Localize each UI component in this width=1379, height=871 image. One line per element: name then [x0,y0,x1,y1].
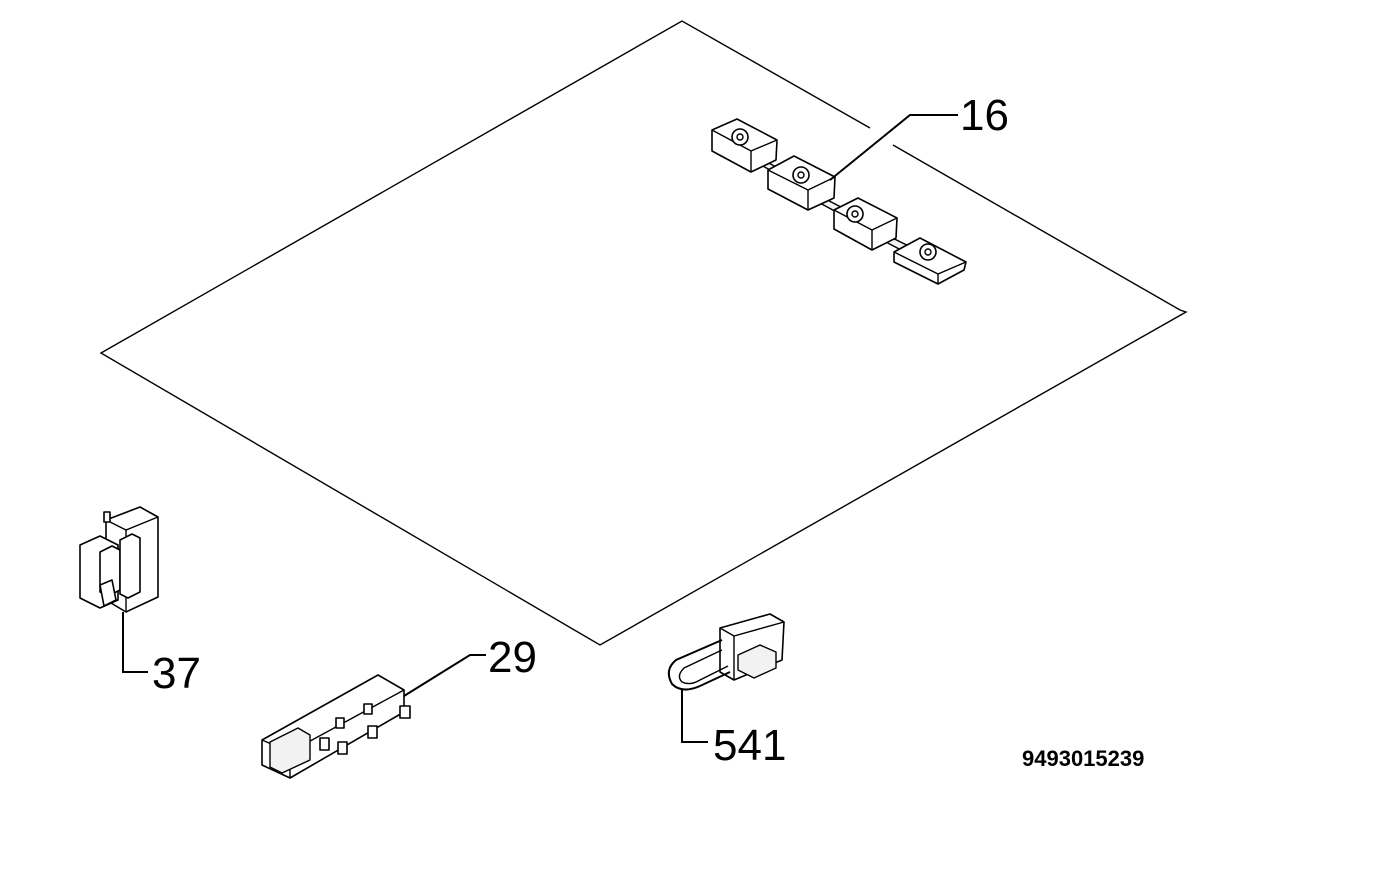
part-16-rail-clips [711,114,967,285]
panel-outline [99,20,1188,646]
part-number-29: 29 [488,633,537,682]
part-number-541: 541 [713,721,786,770]
part-37-microswitch [79,506,159,673]
part-number-37: 37 [152,649,201,698]
part-541-connector [667,613,785,743]
drawing-code: 9493015239 [1022,746,1144,771]
part-29-ignition-generator [261,654,486,779]
part-number-16: 16 [960,91,1009,140]
